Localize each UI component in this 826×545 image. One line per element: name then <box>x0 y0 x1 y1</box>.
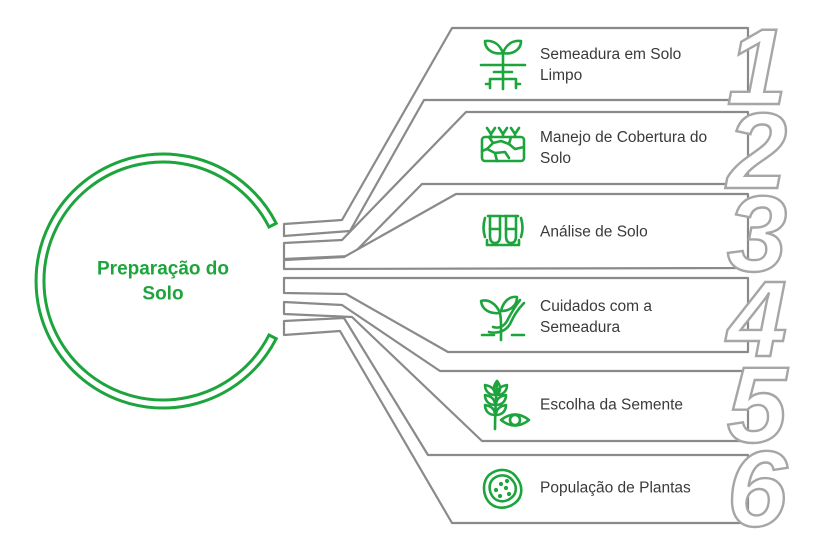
center-ring <box>34 152 279 410</box>
branch-label-2: Manejo de Cobertura do Solo <box>540 128 708 167</box>
hand-seedling-icon <box>479 295 526 342</box>
branch-label-4: Cuidados com a Semeadura <box>540 297 653 336</box>
center-title: Preparação do Solo <box>97 258 229 304</box>
branch-label-1: Semeadura em Solo Limpo <box>540 45 682 84</box>
seed-population-icon <box>482 468 523 509</box>
test-tubes-icon <box>482 214 524 247</box>
branch-label-6: População de Plantas <box>540 479 691 497</box>
branch-label-3: Análise de Solo <box>540 223 648 241</box>
branch-shape <box>282 300 750 443</box>
step-number-6: 6 <box>727 428 788 545</box>
step-number-5: 5 <box>727 344 789 465</box>
step-number-1: 1 <box>727 6 787 127</box>
branch-label-5: Escolha da Semente <box>540 396 684 414</box>
branch-shape <box>282 26 750 238</box>
branch-6 <box>282 316 750 525</box>
soil-cover-icon <box>480 126 526 163</box>
branch-5 <box>282 300 750 443</box>
branch-shape <box>282 316 750 525</box>
seedling-roots-icon <box>479 39 527 91</box>
step-number-4: 4 <box>725 258 787 379</box>
step-number-2: 2 <box>725 90 787 211</box>
branch-1 <box>282 26 750 238</box>
step-number-3: 3 <box>727 173 787 294</box>
seed-eye-icon <box>483 379 531 431</box>
